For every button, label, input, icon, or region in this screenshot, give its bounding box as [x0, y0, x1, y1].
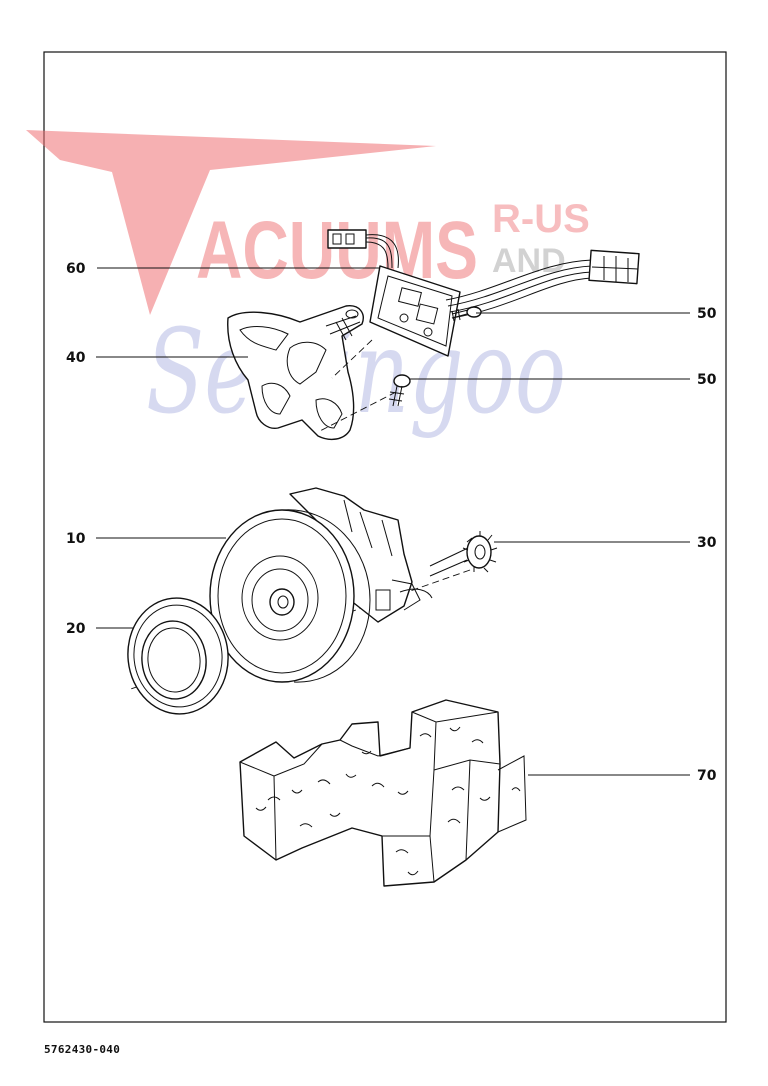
callout-60: 60 [66, 261, 86, 277]
logo-brand-text: ACUUMS [196, 205, 478, 296]
callout-70: 70 [697, 768, 717, 784]
part-10-motor [209, 487, 433, 683]
part-40-motor-bracket [227, 305, 364, 441]
callout-10: 10 [66, 531, 86, 547]
axis-line-board [331, 339, 373, 379]
callout-50-lower: 50 [697, 372, 717, 388]
diagram-frame [43, 51, 727, 1023]
part-20-gasket-ring [127, 597, 229, 715]
axis-line-screw [317, 391, 397, 433]
part-50-screw-upper [451, 306, 482, 322]
drawing-number: 5762430-040 [44, 1043, 121, 1056]
callout-20: 20 [66, 621, 86, 637]
part-30-coupling-gear [429, 531, 498, 577]
callout-40: 40 [66, 350, 86, 366]
logo-red-v-mark [26, 130, 436, 315]
part-60-switch-board [327, 229, 640, 357]
logo-suffix-top: R-US [492, 197, 590, 241]
part-70-foam-support [239, 699, 527, 887]
callout-30: 30 [697, 535, 717, 551]
part-50-screw-lower [388, 374, 411, 407]
callout-50-upper: 50 [697, 306, 717, 322]
